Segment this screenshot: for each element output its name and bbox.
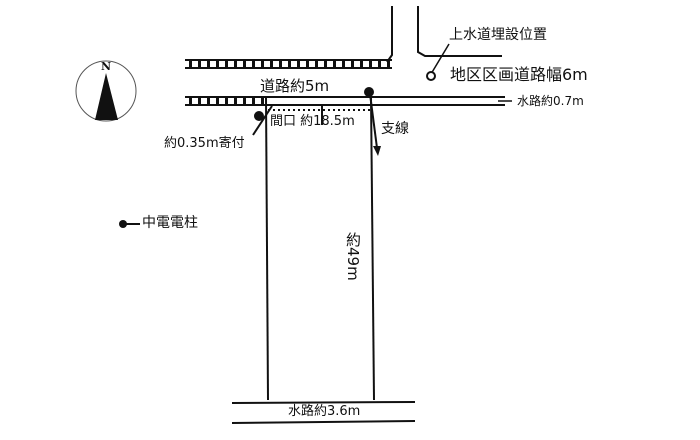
- branch-line-label: 支線: [381, 121, 409, 137]
- branch-line-marker: [364, 87, 381, 156]
- road-5m-edge: [185, 96, 512, 106]
- utility-pole-marker: [119, 220, 140, 228]
- district-road-label: 地区区画道路幅6m: [450, 65, 588, 84]
- bottom-waterway: [231, 401, 416, 424]
- water-main-marker: [426, 43, 450, 81]
- setback-marker: [252, 105, 273, 136]
- utility-pole-label: 中電電柱: [142, 215, 198, 231]
- water-main-label: 上水道埋設位置: [449, 27, 547, 43]
- lot-boundary-right: [370, 96, 375, 401]
- frontage-label: 間口 約18.5m: [270, 114, 355, 129]
- waterway-bottom-label: 水路約3.6m: [288, 404, 361, 419]
- compass-north-label: N: [101, 60, 112, 73]
- north-compass-icon: [75, 60, 137, 122]
- waterway-top-label: 水路約0.7m: [517, 94, 584, 108]
- road-width-label: 道路約5m: [260, 77, 330, 95]
- setback-label: 約0.35m寄付: [164, 136, 245, 151]
- lot-boundary-left: [265, 96, 269, 401]
- district-road-edge: [185, 6, 502, 69]
- depth-label: 約49m: [344, 232, 362, 281]
